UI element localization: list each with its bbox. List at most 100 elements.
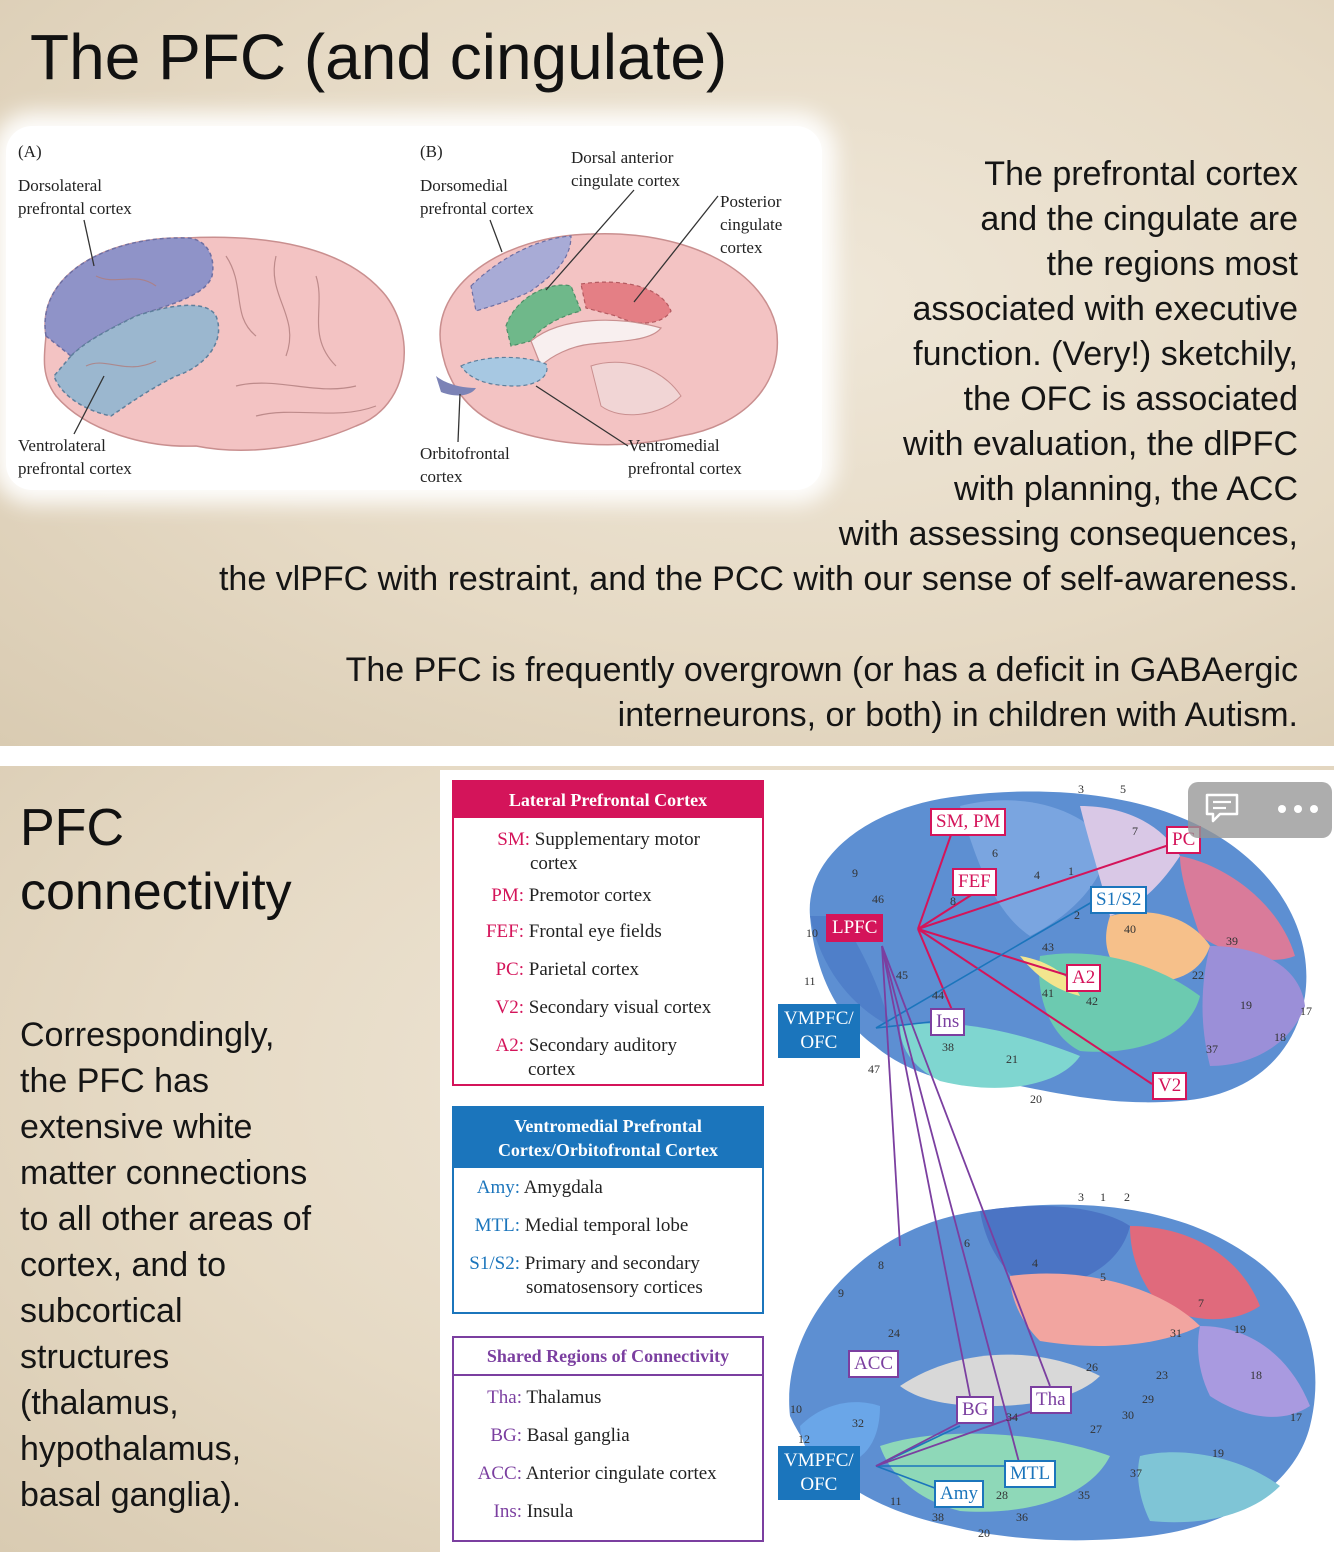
area-number: 37 (1206, 1042, 1218, 1056)
area-number: 18 (1274, 1030, 1286, 1044)
legend-row-tha: Tha: Thalamus (487, 1387, 602, 1408)
legend-vm-heading: Ventromedial Prefrontal Cortex/Orbitofro… (454, 1108, 762, 1168)
area-number: 37 (1130, 1466, 1142, 1480)
legend-lateral-heading: Lateral Prefrontal Cortex (454, 782, 762, 818)
area-number: 5 (1120, 782, 1126, 796)
area-number: 19 (1240, 998, 1252, 1012)
area-number: 28 (996, 1488, 1008, 1502)
area-number: 44 (932, 988, 944, 1002)
panel-a-label: (A) (18, 142, 42, 161)
connectivity-paragraph: Correspondingly, the PFC has extensive w… (20, 1016, 312, 1514)
legend-vmpfc-ofc: Ventromedial Prefrontal Cortex/Orbitofro… (452, 1106, 764, 1314)
area-number: 6 (992, 846, 998, 860)
legend-row-bg: BG: Basal ganglia (490, 1425, 630, 1446)
legend-row-v2: V2: Secondary visual cortex (495, 997, 712, 1018)
area-number: 12 (798, 1432, 810, 1446)
legend-row-amy: Amy: Amygdala (476, 1177, 603, 1198)
tag-bg: BG (956, 1396, 995, 1424)
floating-toolbar (1188, 782, 1332, 838)
area-number: 7 (1132, 824, 1138, 838)
slide-pfc-cingulate: The PFC (and cingulate) (0, 0, 1334, 746)
area-number: 7 (1198, 1296, 1204, 1310)
tag-v2: V2 (1152, 1072, 1188, 1100)
area-number: 26 (1086, 1360, 1098, 1374)
area-number: 8 (878, 1258, 884, 1272)
figure-leader-lines (73, 189, 719, 447)
legend-row-pc: PC: Parietal cortex (495, 959, 640, 980)
area-number: 11 (890, 1494, 902, 1508)
legend-row-pm: PM: Premotor cortex (491, 885, 652, 906)
area-number: 1 (1068, 864, 1074, 878)
legend-lateral-pfc: Lateral Prefrontal Cortex SM: Supplement… (452, 780, 764, 1086)
area-number: 17 (1300, 1004, 1312, 1018)
area-number: 35 (1078, 1488, 1090, 1502)
area-number: 42 (1086, 994, 1098, 1008)
area-number: 27 (1090, 1422, 1102, 1436)
area-number: 4 (1034, 868, 1040, 882)
area-number: 9 (838, 1286, 844, 1300)
legend-shared-heading: Shared Regions of Connectivity (454, 1338, 762, 1376)
area-number: 20 (1030, 1092, 1042, 1106)
tag-s1s2: S1/S2 (1090, 886, 1148, 914)
area-number: 3 (1078, 782, 1084, 796)
area-number: 2 (1074, 908, 1080, 922)
area-number: 34 (1006, 1410, 1018, 1424)
area-number: 10 (790, 1402, 802, 1416)
tag-lpfc: LPFC (826, 914, 884, 942)
legend-shared-regions: Shared Regions of Connectivity Tha: Thal… (452, 1336, 764, 1542)
tag-acc: ACC (848, 1350, 900, 1378)
slide-pfc-connectivity: PFC connectivity Correspondingly, the PF… (0, 766, 1334, 1552)
area-number: 20 (978, 1526, 990, 1540)
tag-amy: Amy (934, 1480, 984, 1508)
panel-b-label: (B) (420, 142, 443, 161)
area-number: 41 (1042, 986, 1054, 1000)
area-number: 3 (1078, 1190, 1084, 1204)
area-number: 9 (852, 866, 858, 880)
tag-vmpfc-top: VMPFC/OFC (778, 1004, 860, 1058)
area-number: 6 (964, 1236, 970, 1250)
area-number: 29 (1142, 1392, 1154, 1406)
legend-row-mtl: MTL: Medial temporal lobe (474, 1215, 689, 1236)
tag-sm-pm: SM, PM (930, 808, 1007, 836)
area-number: 19 (1234, 1322, 1246, 1336)
area-number: 32 (852, 1416, 864, 1430)
area-number: 40 (1124, 922, 1136, 936)
tag-tha: Tha (1030, 1386, 1072, 1414)
legend-row-fef: FEF: Frontal eye fields (485, 921, 662, 942)
area-number: 21 (1006, 1052, 1018, 1066)
legend-row-acc: ACC: Anterior cingulate cortex (477, 1463, 717, 1484)
area-number: 1 (1100, 1190, 1106, 1204)
area-number: 11 (804, 974, 816, 988)
area-number: 23 (1156, 1368, 1168, 1382)
area-number: 17 (1290, 1410, 1302, 1424)
more-options-icon[interactable] (1276, 802, 1320, 816)
comment-icon[interactable] (1204, 792, 1240, 824)
tag-ins: Ins (930, 1008, 966, 1036)
area-number: 2 (1124, 1190, 1130, 1204)
area-number: 18 (1250, 1368, 1262, 1382)
area-number: 30 (1122, 1408, 1134, 1422)
area-number: 22 (1192, 968, 1204, 982)
area-number: 5 (1100, 1270, 1106, 1284)
area-number: 4 (1032, 1256, 1038, 1270)
slide-title: The PFC (and cingulate) (30, 21, 728, 93)
pfc-description-paragraph: The prefrontal cortex and the cingulate … (218, 155, 1298, 598)
area-number: 46 (872, 892, 884, 906)
area-number: 10 (806, 926, 818, 940)
area-number: 45 (896, 968, 908, 982)
tag-a2: A2 (1066, 964, 1102, 992)
autism-paragraph: The PFC is frequently overgrown (or has … (345, 651, 1298, 734)
tag-vmpfc-bottom: VMPFC/OFC (778, 1446, 860, 1500)
lateral-brain-illustration (43, 236, 405, 451)
